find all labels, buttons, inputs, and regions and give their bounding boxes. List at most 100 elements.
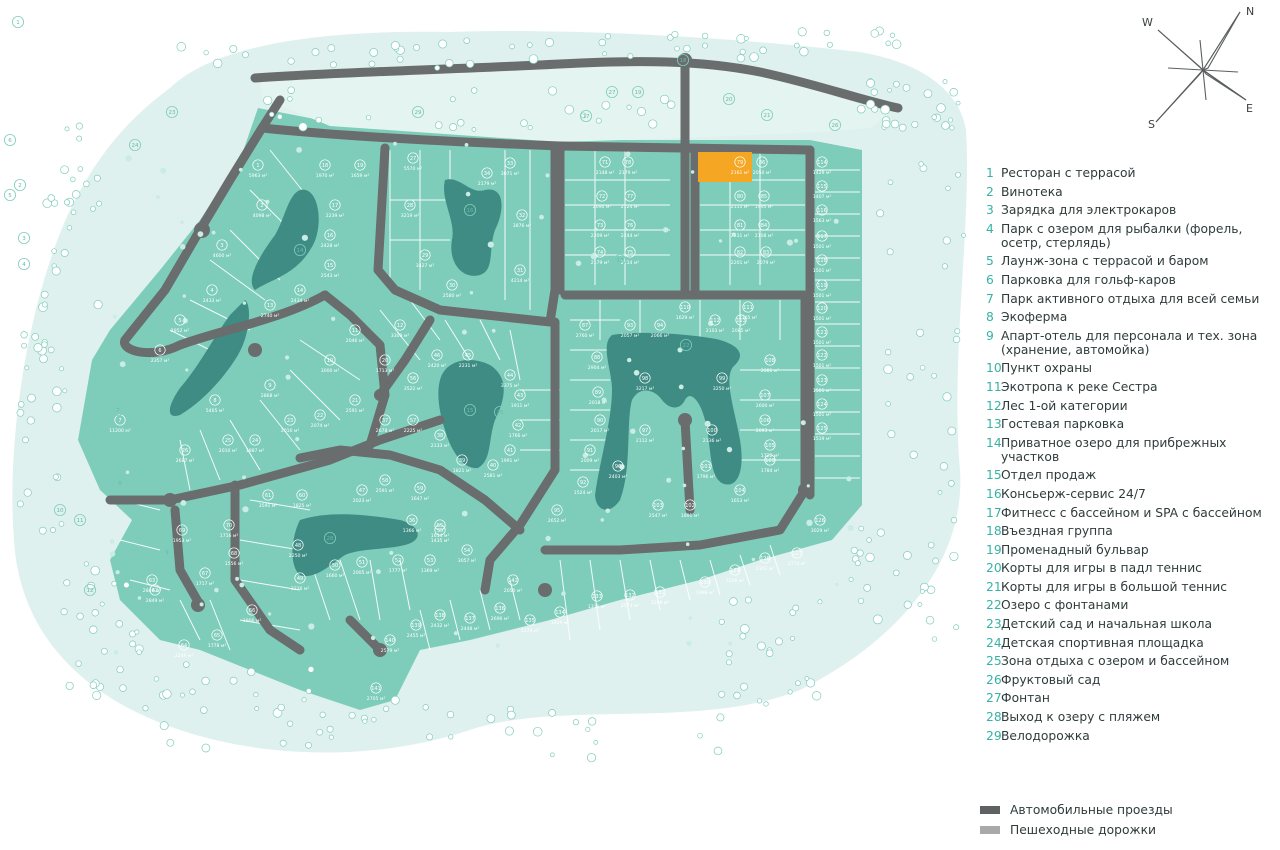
amenity-marker-2[interactable]: 2 [13, 178, 26, 191]
amenity-marker-28[interactable]: 28 [323, 532, 336, 545]
amenity-marker-25[interactable]: 25 [493, 405, 506, 418]
amenity-marker-8[interactable]: 8 [114, 476, 127, 489]
amenity-marker-17[interactable]: 17 [580, 110, 593, 123]
amenity-marker-27[interactable]: 27 [606, 86, 619, 99]
amenity-marker-10[interactable]: 10 [54, 503, 67, 516]
amenity-marker-11[interactable]: 11 [74, 514, 87, 527]
amenity-marker-20[interactable]: 20 [723, 93, 736, 106]
amenity-marker-14[interactable]: 14 [293, 243, 306, 256]
amenity-marker-29[interactable]: 29 [411, 106, 424, 119]
amenity-marker-5[interactable]: 5 [4, 188, 16, 201]
amenity-marker-12[interactable]: 12 [84, 584, 97, 597]
amenity-marker-7[interactable]: 7 [112, 403, 125, 416]
amenity-marker-21[interactable]: 21 [761, 109, 774, 122]
